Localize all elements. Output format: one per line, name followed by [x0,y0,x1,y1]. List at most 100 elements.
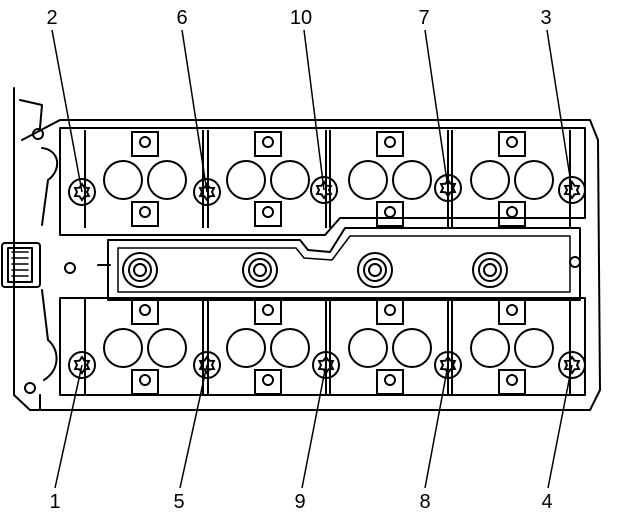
spark-plug-well [242,252,278,288]
bolt-washer [312,351,340,379]
bolt-washer [558,176,586,204]
cap-hole [384,304,396,316]
carrier-wall [329,298,449,396]
valve-bore [226,160,266,200]
bearing-cap [131,299,159,325]
bearing-cap [376,299,404,325]
bearing-cap [376,201,404,227]
bearing-cap [131,201,159,227]
bearing-cap [498,299,526,325]
carrier-wall [451,298,571,396]
cap-hole [262,304,274,316]
plug-nut [478,258,502,282]
connector [1,242,41,288]
bolt-washer [434,174,462,202]
plug-center [133,263,147,277]
bearing-cap [131,131,159,157]
plug-boss [357,252,393,288]
torx-head [198,182,216,202]
valve-bore [514,328,554,368]
bearing-cap [254,299,282,325]
head-bolt [193,351,221,379]
valve-bore [147,328,187,368]
head-bolt [312,351,340,379]
bearing-cap [498,369,526,395]
leader-line [51,29,83,193]
torx-head [439,178,457,198]
bearing-cap [254,201,282,227]
bolt-washer [68,351,96,379]
valve-bore [103,328,143,368]
head-bolt [193,178,221,206]
valve-bore [392,160,432,200]
spark-plug-well [357,252,393,288]
head-outline [13,119,601,411]
bolt-label-5: 5 [173,491,184,513]
bearing-cap [254,131,282,157]
plug-boss [242,252,278,288]
valve-bore [270,160,310,200]
carrier-wall [207,298,327,396]
cap-hole [139,206,151,218]
valve-pair [84,298,204,396]
head-bolt [558,351,586,379]
torx-head [198,355,216,375]
plug-center [253,263,267,277]
plug-nut [248,258,272,282]
cap-hole [384,136,396,148]
dowel-hole [569,256,581,268]
bolt-label-7: 7 [418,7,429,29]
lower-carrier [59,297,586,396]
bolt-label-8: 8 [419,491,430,513]
leader-line [424,364,449,489]
bearing-cap [376,131,404,157]
plug-nut [363,258,387,282]
head-left-edge [13,87,58,411]
center-channel [107,227,581,301]
head-bolt [68,178,96,206]
plug-center [483,263,497,277]
cap-hole [139,304,151,316]
head-bolt [434,351,462,379]
head-bolt [68,351,96,379]
valve-pair [451,298,571,396]
leader-line [303,29,325,191]
bolt-label-4: 4 [541,491,552,513]
bearing-cap [254,369,282,395]
torx-head [73,182,91,202]
bearing-cap [376,369,404,395]
leader-line [179,364,208,489]
cap-hole [139,136,151,148]
cap-hole [506,136,518,148]
plug-nut [128,258,152,282]
bolt-label-2: 2 [46,7,57,29]
leader-line [547,364,573,489]
bolt-label-10: 10 [290,7,312,29]
bolt-washer [193,351,221,379]
bearing-cap [498,131,526,157]
valve-bore [470,160,510,200]
valve-pair [329,298,449,396]
cap-hole [262,136,274,148]
bolt-label-3: 3 [540,7,551,29]
bolt-washer [558,351,586,379]
leader-line [424,29,449,189]
valve-bore [147,160,187,200]
spark-plug-well [122,252,158,288]
upper-carrier [59,127,586,236]
bolt-washer [310,176,338,204]
valve-bore [270,328,310,368]
valve-pair [207,298,327,396]
valve-bore [392,328,432,368]
valve-pair [207,130,327,228]
torx-head [563,180,581,200]
torx-head [315,180,333,200]
cap-hole [262,206,274,218]
cap-hole [262,374,274,386]
bolt-washer [68,178,96,206]
bolt-washer [434,351,462,379]
torx-head [317,355,335,375]
bolt-label-6: 6 [176,7,187,29]
bolt-washer [193,178,221,206]
cap-hole [139,374,151,386]
